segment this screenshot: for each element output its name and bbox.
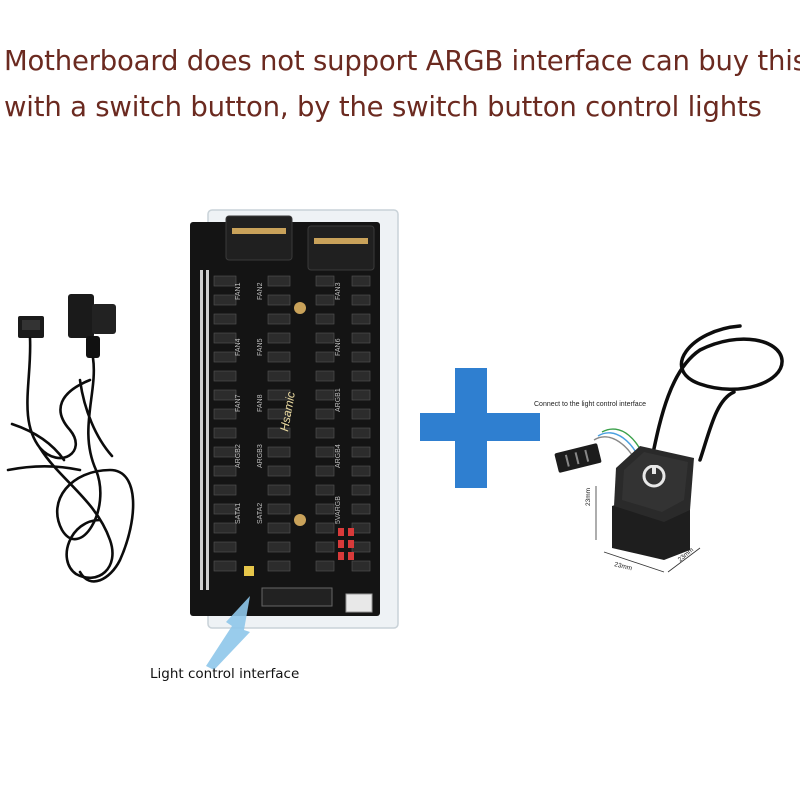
fan-header-pins <box>267 313 291 325</box>
fan-header-pins <box>267 332 291 344</box>
board-silk-label: FAN2 <box>257 282 264 300</box>
fan-header-pins <box>213 389 237 401</box>
board-silk-label: ARGB3 <box>257 444 264 468</box>
fan-header-pins <box>267 541 291 553</box>
fan-header-pins <box>213 465 237 477</box>
fan-header-pins <box>315 427 335 439</box>
light-control-label: Light control interface <box>150 666 300 682</box>
fan-header-pins <box>351 446 371 458</box>
dim-width: 23mm <box>614 561 633 572</box>
dim-height: 23mm <box>585 488 592 506</box>
fan-header-pins <box>351 332 371 344</box>
board-silk-label: SATA2 <box>257 503 264 524</box>
fan-header-pins <box>351 560 371 572</box>
fan-header-pins <box>267 503 291 515</box>
board-silk-label: FAN4 <box>235 338 242 356</box>
fan-header-pins <box>315 503 335 515</box>
board-brand: Hsamic <box>277 391 298 433</box>
fan-header-pins <box>351 370 371 382</box>
board-silk-label: ARGB4 <box>335 444 342 468</box>
fan-header-pins <box>213 332 237 344</box>
connector-note: Connect to the light control interface <box>534 401 646 408</box>
fan-header-pins <box>315 465 335 477</box>
fan-header-pins <box>267 465 291 477</box>
fan-header-pins <box>315 522 335 534</box>
fan-header-pins <box>213 351 237 363</box>
fan-header-pins <box>213 560 237 572</box>
fan-header-pins <box>315 275 335 287</box>
fan-header-pins <box>213 484 237 496</box>
fan-header-pins <box>267 294 291 306</box>
fan-header-pins <box>351 351 371 363</box>
fan-header-pins <box>351 484 371 496</box>
fan-header-pins <box>267 351 291 363</box>
fan-header-pins <box>267 484 291 496</box>
board-silk-label: FAN6 <box>335 338 342 356</box>
pin-connector <box>554 443 602 473</box>
fan-header-pins <box>213 522 237 534</box>
fan-header-pins <box>351 389 371 401</box>
switch-assembly: 23mm 23mm 23mm Connect to the light cont… <box>534 324 784 573</box>
fan-header-pins <box>351 465 371 477</box>
board-silk-label: FAN3 <box>335 282 342 300</box>
headline: Motherboard does not support ARGB interf… <box>4 38 800 130</box>
headline-line-2: with a switch button, by the switch butt… <box>4 91 762 123</box>
headline-line-1: Motherboard does not support ARGB interf… <box>4 45 800 77</box>
fan-header-pins <box>213 446 237 458</box>
fan-header-pins <box>213 275 237 287</box>
fan-header-pins <box>267 275 291 287</box>
fan-header-pins <box>351 503 371 515</box>
fan-header-pins <box>315 332 335 344</box>
fan-header-pins <box>315 484 335 496</box>
fan-header-pins <box>315 408 335 420</box>
fan-header-pins <box>267 427 291 439</box>
fan-header-pins <box>351 313 371 325</box>
fan-header-pins <box>267 446 291 458</box>
fan-header-pins <box>315 351 335 363</box>
fan-header-pins <box>267 370 291 382</box>
board-silk-label: FAN1 <box>235 282 242 300</box>
fan-header-pins <box>213 294 237 306</box>
board-silk-label: ARGB1 <box>335 388 342 412</box>
fan-header-pins <box>267 522 291 534</box>
fan-header-pins <box>213 408 237 420</box>
fan-header-pins <box>213 541 237 553</box>
fan-header-pins <box>315 541 335 553</box>
fan-header-pins <box>315 313 335 325</box>
fan-header-pins <box>315 446 335 458</box>
fan-header-pins <box>267 560 291 572</box>
fan-header-pins <box>267 389 291 401</box>
fan-header-pins <box>351 541 371 553</box>
board-silk-label: 5VARGB <box>335 496 342 524</box>
fan-header-pins <box>351 275 371 287</box>
fan-header-pins <box>213 427 237 439</box>
fan-header-pins <box>351 408 371 420</box>
fan-header-pins <box>351 522 371 534</box>
fan-cable-icon <box>6 294 135 583</box>
fan-header-pins <box>351 427 371 439</box>
fan-header-pins <box>315 294 335 306</box>
fan-header-pins <box>315 560 335 572</box>
fan-header-pins <box>315 370 335 382</box>
fan-header-pins <box>213 370 237 382</box>
callout-arrow-icon <box>206 596 250 670</box>
board-silk-label: FAN7 <box>235 394 242 412</box>
plus-icon <box>420 368 540 488</box>
board-silk-label: SATA1 <box>235 503 242 524</box>
fan-header-pins <box>315 389 335 401</box>
fan-header-pins <box>267 408 291 420</box>
fan-header-pins <box>351 294 371 306</box>
board-silk-label: FAN5 <box>257 338 264 356</box>
board-silk-label: ARGB2 <box>235 444 242 468</box>
fan-header-pins <box>213 503 237 515</box>
board-silk-label: FAN8 <box>257 394 264 412</box>
fan-header-pins <box>213 313 237 325</box>
power-icon <box>642 462 666 488</box>
